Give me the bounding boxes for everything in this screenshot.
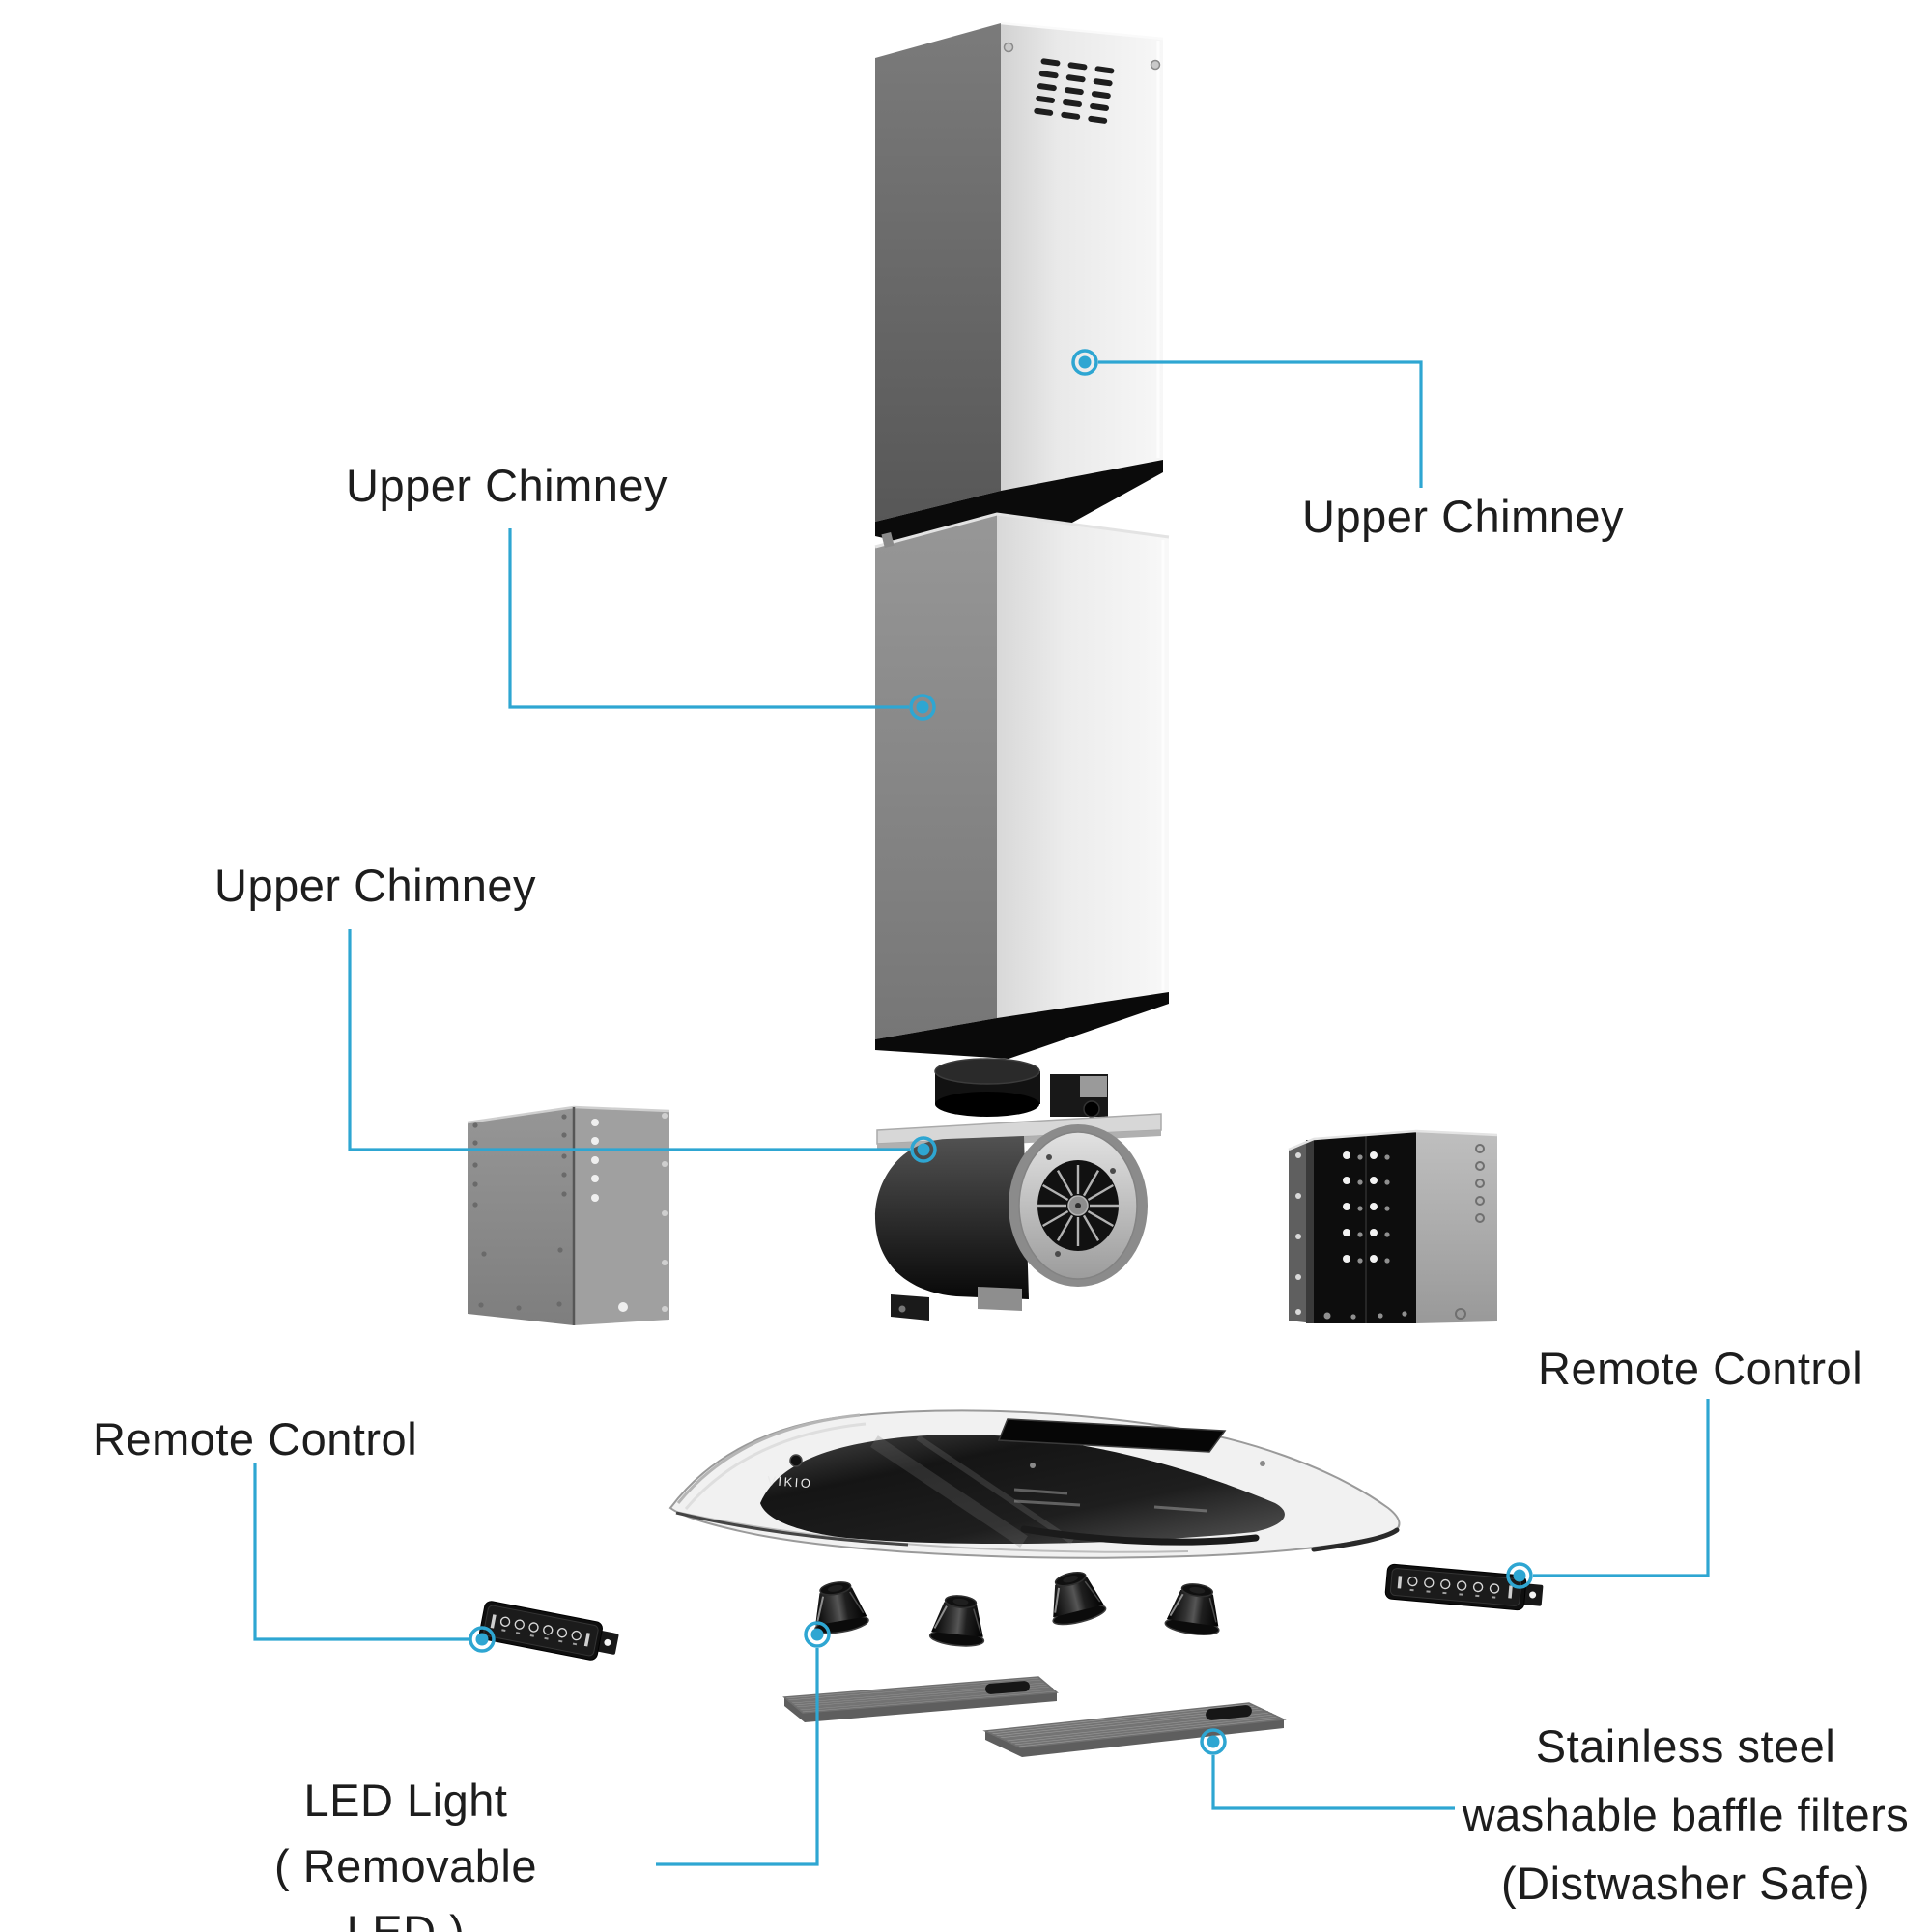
fan-blades [1037,1165,1119,1246]
leader-lines [253,349,1710,1866]
leader-filters [1211,1755,1455,1810]
left-bracket-left-face [468,1107,574,1325]
motor-connector [1080,1076,1107,1097]
motor-barrel [874,1136,1029,1299]
left-bracket-right-face [574,1107,669,1325]
baffle-filter-2 [982,1702,1287,1757]
hood-sensor-dot [789,1454,803,1467]
label-upper-chimney-3: Upper Chimney [214,860,537,911]
screw [1003,42,1014,53]
label-led-light: LED Light ( Removable LED ) [232,1768,580,1932]
label-filters-line1: Stainless steel [1535,1720,1836,1772]
chimney-top-section [875,21,1164,564]
label-upper-chimney-1: Upper Chimney [346,460,668,511]
led-spotlight-2 [927,1592,989,1650]
label-led-light-title: LED Light [303,1775,508,1826]
label-filters-line2: washable baffle filters [1462,1789,1910,1840]
leader-remote-left [253,1463,469,1641]
leader-upper-chimney-1 [508,528,909,709]
label-filters-line3: (Distwasher Safe) [1501,1858,1870,1909]
label-remote-control-left: Remote Control [93,1413,418,1464]
filter-handle [1206,1705,1252,1720]
leader-upper-chimney-2 [1098,360,1423,488]
hood-brand-logo: VIKIO [767,1473,813,1491]
vent-louvers [1034,58,1115,124]
remote-control-left-device [479,1601,619,1661]
led-spotlight-1 [807,1577,871,1638]
motor-foot [978,1287,1022,1311]
leader-led-light [656,1648,819,1866]
blower-motor-assembly [874,1058,1162,1321]
label-remote-control-right: Remote Control [1538,1343,1863,1394]
motor-foot [891,1294,929,1321]
chimney-top-front-face [1001,23,1163,491]
chimney-lower-front-face [997,514,1169,1018]
leader-point-markers [469,349,1533,1755]
leader-remote-right [1533,1399,1710,1577]
hood-vent-cutout [997,1418,1227,1453]
filter-handle [985,1681,1030,1694]
label-upper-chimney-2: Upper Chimney [1302,491,1625,542]
led-spotlight-4 [1163,1579,1226,1639]
right-mounting-bracket [1288,1129,1498,1323]
led-spotlights [807,1566,1226,1650]
chimney-lower-section [874,512,1170,1059]
right-bracket-side-panel [1416,1131,1497,1323]
left-bracket-holes [472,1113,668,1312]
hood-bottom-edge [1020,1525,1260,1546]
screw [1150,59,1161,71]
hood-glass-canopy: VIKIO [668,1409,1401,1559]
remote-control-right-device [1384,1563,1544,1611]
chimney-top-side-face [875,23,1001,522]
right-bracket-holes [1295,1144,1485,1320]
left-mounting-bracket [467,1105,670,1325]
label-led-light-sub: ( Removable LED ) [274,1840,537,1932]
baffle-filter-1 [782,1676,1059,1722]
chimney-lower-side-face [875,514,997,1039]
motor-duct [934,1058,1040,1117]
leader-upper-chimney-3 [348,929,910,1151]
chimney-lower-underside [875,992,1169,1059]
label-baffle-filters: Stainless steel washable baffle filters … [1449,1712,1922,1918]
led-spotlight-3 [1041,1566,1109,1630]
